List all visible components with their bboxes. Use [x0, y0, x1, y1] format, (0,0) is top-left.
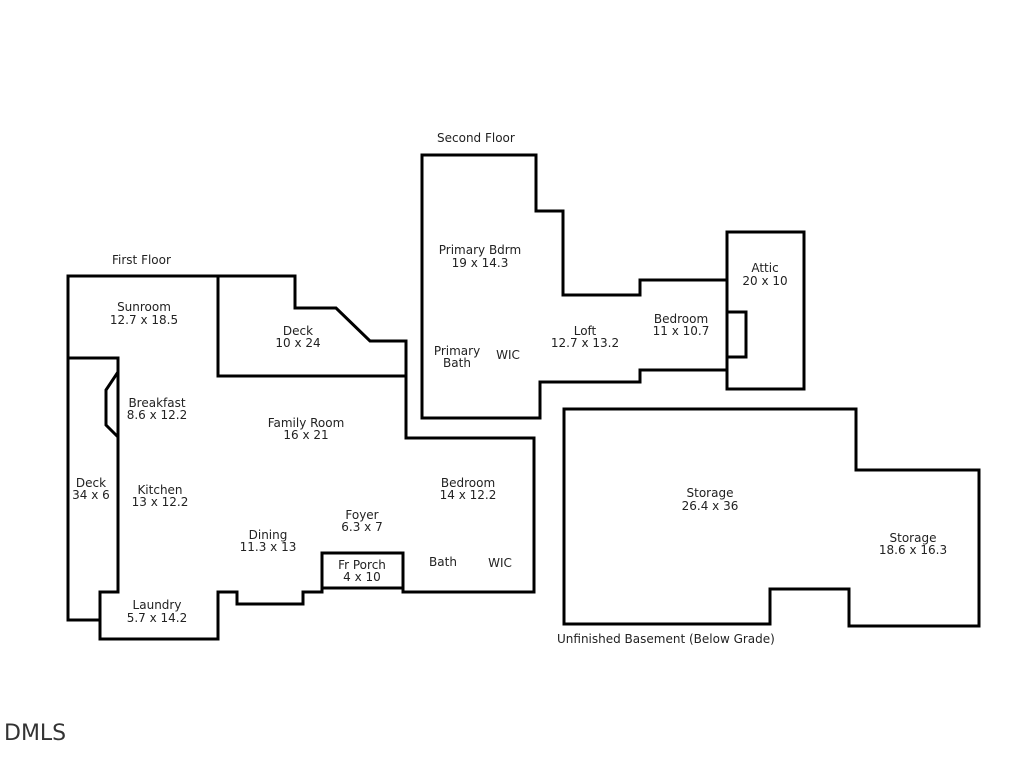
basement: [562, 407, 981, 628]
attic-label: Attic: [751, 261, 778, 275]
attic-dims: 20 x 10: [742, 274, 787, 288]
bedroom-first-label: Bedroom: [441, 476, 495, 490]
attic-outline: [725, 230, 806, 391]
family-room-label: Family Room: [268, 416, 345, 430]
porch-outline: [320, 551, 405, 590]
bedroom-second-label: Bedroom: [654, 312, 708, 326]
sunroom-label: Sunroom: [117, 300, 171, 314]
dining-dims: 11.3 x 13: [240, 540, 297, 554]
loft-dims: 12.7 x 13.2: [551, 336, 619, 350]
first-floor: [66, 274, 536, 641]
laundry-label: Laundry: [133, 598, 182, 612]
bedroom-first-dims: 14 x 12.2: [440, 488, 497, 502]
primary-bdrm-dims: 19 x 14.3: [452, 256, 509, 270]
dining-label: Dining: [249, 528, 288, 542]
deck-label: Deck: [283, 324, 313, 338]
kitchen-dims: 13 x 12.2: [132, 495, 189, 509]
primary-bdrm-label: Primary Bdrm: [439, 243, 521, 257]
foyer-dims: 6.3 x 7: [341, 520, 382, 534]
breakfast-dims: 8.6 x 12.2: [127, 408, 188, 422]
breakfast-label: Breakfast: [128, 396, 185, 410]
second-floor: [420, 153, 806, 420]
bedroom-second-dims: 11 x 10.7: [653, 324, 710, 338]
second-floor-title: Second Floor: [437, 131, 515, 145]
primary-bath-label-line2: Bath: [443, 356, 471, 370]
primary-bath-label-line1: Primary: [434, 344, 480, 358]
foyer-label: Foyer: [345, 508, 378, 522]
side-deck-dims: 34 x 6: [72, 488, 110, 502]
bath-first-label: Bath: [429, 555, 457, 569]
porch-dims: 4 x 10: [343, 570, 381, 584]
storage-small-dims: 18.6 x 16.3: [879, 543, 947, 557]
first-floor-title: First Floor: [112, 253, 171, 267]
family-room-dims: 16 x 21: [283, 428, 328, 442]
laundry-dims: 5.7 x 14.2: [127, 611, 188, 625]
breakfast-bay-wall: [104, 371, 120, 439]
first-floor-outline: [66, 274, 536, 641]
deck-dims: 10 x 24: [275, 336, 320, 350]
porch-label: Fr Porch: [338, 558, 386, 572]
wic-second-label: WIC: [496, 348, 520, 362]
deck-outline: [218, 274, 408, 376]
sunroom-dims: 12.7 x 18.5: [110, 313, 178, 327]
storage-small-label: Storage: [890, 531, 937, 545]
mls-watermark: DMLS: [4, 721, 66, 746]
kitchen-label: Kitchen: [137, 483, 182, 497]
basement-outline: [562, 407, 981, 628]
basement-title: Unfinished Basement (Below Grade): [557, 632, 775, 646]
second-floor-outline: [420, 153, 748, 420]
storage-large-label: Storage: [687, 486, 734, 500]
side-deck-label: Deck: [76, 476, 106, 490]
wic-first-label: WIC: [488, 556, 512, 570]
sunroom-wall: [68, 356, 120, 620]
storage-large-dims: 26.4 x 36: [682, 499, 739, 513]
loft-label: Loft: [574, 324, 597, 338]
